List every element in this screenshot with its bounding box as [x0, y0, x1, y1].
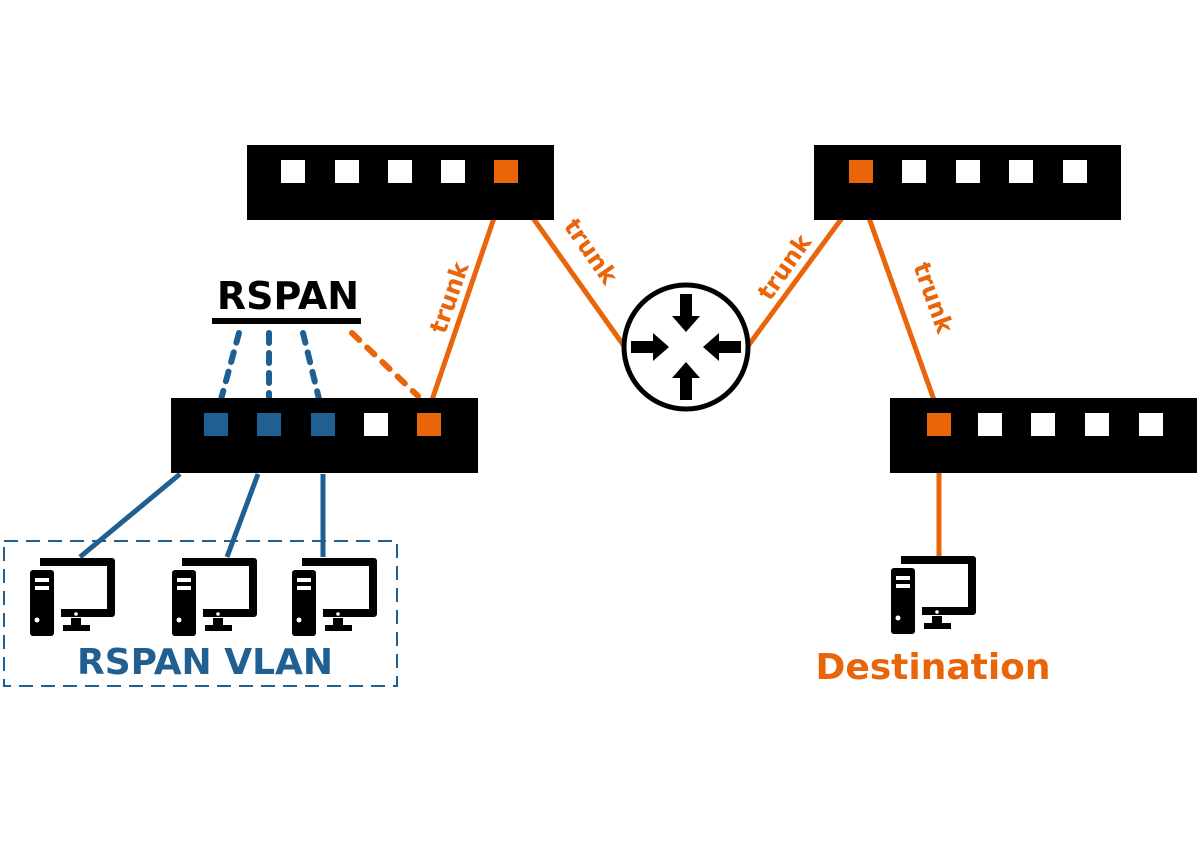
trunk-label-4: trunk: [907, 258, 959, 338]
switch-port: [956, 160, 980, 183]
switch-port: [388, 160, 412, 183]
router-arrows-icon: [631, 294, 741, 400]
switch-port: [1031, 413, 1055, 436]
switch-source[interactable]: [171, 398, 478, 473]
switch-port-rspan: [204, 413, 228, 436]
rspan-vlan-label: RSPAN VLAN: [77, 642, 333, 683]
switch-port-rspan: [257, 413, 281, 436]
computer-icon[interactable]: [891, 556, 976, 634]
rspan-underline: [212, 318, 361, 324]
switch-port: [281, 160, 305, 183]
computer-icon[interactable]: [292, 558, 377, 636]
switch-port: [1009, 160, 1033, 183]
switch-top-right[interactable]: [814, 145, 1121, 220]
rspan-dashed-link-3: [300, 330, 323, 406]
computer-icon[interactable]: [30, 558, 115, 636]
switch-port: [978, 413, 1002, 436]
trunk-label-2: trunk: [558, 213, 624, 290]
access-link-host-1: [78, 472, 182, 559]
trunk-link-top-right-to-destination: [866, 217, 937, 401]
switch-port: [364, 413, 388, 436]
switch-port: [1063, 160, 1087, 183]
trunk-link-router-to-top-right: [745, 216, 845, 348]
switch-port-trunk: [417, 413, 441, 436]
switch-port: [335, 160, 359, 183]
rspan-dashed-link-1: [217, 330, 242, 406]
rspan-vlan-group-box: [3, 540, 398, 687]
destination-label: Destination: [815, 647, 1050, 688]
links: [78, 216, 942, 559]
switch-top-left[interactable]: [247, 145, 554, 220]
rspan-dashed-link-orange: [349, 330, 421, 399]
trunk-link-top-left-to-router: [530, 216, 627, 348]
switch-port: [1085, 413, 1109, 436]
switch-port-trunk: [494, 160, 518, 183]
rspan-label: RSPAN: [217, 274, 359, 318]
switch-port: [441, 160, 465, 183]
router[interactable]: [621, 282, 751, 412]
switch-destination[interactable]: [890, 398, 1197, 473]
switch-port: [902, 160, 926, 183]
switch-port: [1139, 413, 1163, 436]
switch-port-trunk: [927, 413, 951, 436]
trunk-link-source-to-top-left: [429, 217, 497, 401]
switch-port-trunk: [849, 160, 873, 183]
computer-icon[interactable]: [172, 558, 257, 636]
switch-port-rspan: [311, 413, 335, 436]
access-link-host-2: [224, 473, 261, 558]
